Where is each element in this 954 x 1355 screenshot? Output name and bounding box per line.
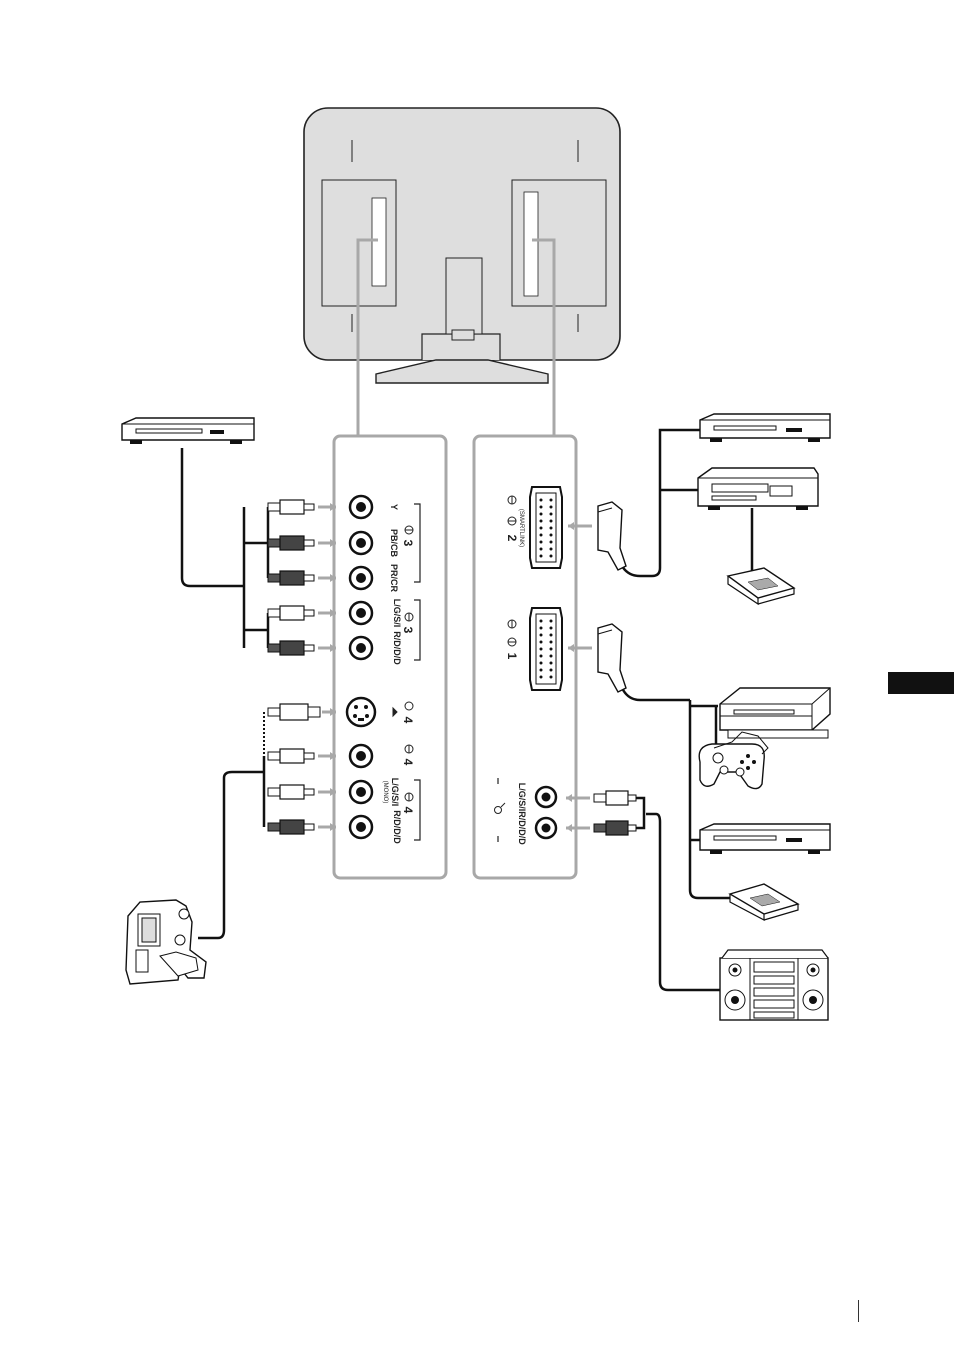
audio-input-number-3: 3 [401, 627, 415, 634]
section-tab-marker [888, 672, 954, 694]
scart-2-socket[interactable] [530, 487, 562, 568]
label-mono: (MONO) [382, 781, 388, 804]
audio-out-right-jack[interactable] [536, 818, 556, 838]
game-console [720, 688, 830, 738]
plug-audio-l-4 [268, 785, 336, 799]
label-y: Y [389, 504, 399, 510]
component-y-jack[interactable] [350, 496, 372, 518]
component-pb-jack[interactable] [350, 532, 372, 554]
plug-pr [268, 571, 336, 585]
plug-pb [268, 536, 336, 550]
label-audio-left-4: L/G/S/I [390, 778, 400, 807]
audio-left-jack-4[interactable] [350, 781, 372, 803]
dvd-player-right-bottom [700, 824, 830, 854]
svideo-input-number: 4 [401, 717, 415, 724]
label-pb: PB/CB [389, 529, 399, 558]
game-controller [699, 732, 768, 789]
vcr [698, 468, 818, 510]
scart-1-number: 1 [505, 653, 519, 660]
label-pr: PR/CR [389, 564, 399, 593]
audio-left-jack-3[interactable] [350, 602, 372, 624]
audio-input-number-4: 4 [401, 807, 415, 814]
hifi-system [720, 950, 828, 1020]
plug-audio-r-3 [268, 641, 336, 655]
dvd-player-right-top [700, 414, 830, 442]
plug-y [268, 500, 336, 514]
plug-audio-l-3 [268, 606, 336, 620]
tv-rear-view [304, 108, 620, 383]
audio-out-left-jack[interactable] [536, 787, 556, 807]
label-audio-right-3: R/D/D/D [392, 631, 402, 665]
right-connector-panel: 2 (SMARTLINK) 1 L/G/S/I R/D/D/D [474, 436, 576, 878]
video-jack-4[interactable] [350, 745, 372, 767]
plug-svideo [268, 704, 336, 720]
dvd-player-left [122, 418, 254, 444]
left-rca-plugs [268, 500, 336, 834]
component-input-number: 3 [401, 540, 415, 547]
svideo-jack-4[interactable] [347, 698, 375, 726]
audio-right-jack-3[interactable] [350, 637, 372, 659]
scart-1-socket[interactable] [530, 608, 562, 690]
plug-audio-r-4 [268, 820, 336, 834]
label-audio-out-right: R/D/D/D [517, 811, 527, 845]
scart-2-smartlink: (SMARTLINK) [518, 509, 524, 547]
video-input-number: 4 [401, 759, 415, 766]
page-number-rule [858, 1300, 859, 1322]
plug-video-4 [268, 749, 336, 763]
camcorder [126, 900, 206, 984]
component-pr-jack[interactable] [350, 567, 372, 589]
left-connector-panel: Y PB/CB PR/CR 3 L/G/S/I R/D/D/D 3 4 4 L/… [334, 436, 446, 878]
label-audio-right-4: R/D/D/D [392, 810, 402, 844]
decoder-box-bottom [730, 884, 798, 920]
label-audio-left-3: L/G/S/I [392, 599, 402, 628]
scart-2-number: 2 [505, 535, 519, 542]
audio-right-jack-4[interactable] [350, 816, 372, 838]
label-audio-out-left: L/G/S/I [517, 783, 527, 812]
left-cables [182, 448, 268, 938]
decoder-box-top [728, 568, 794, 604]
